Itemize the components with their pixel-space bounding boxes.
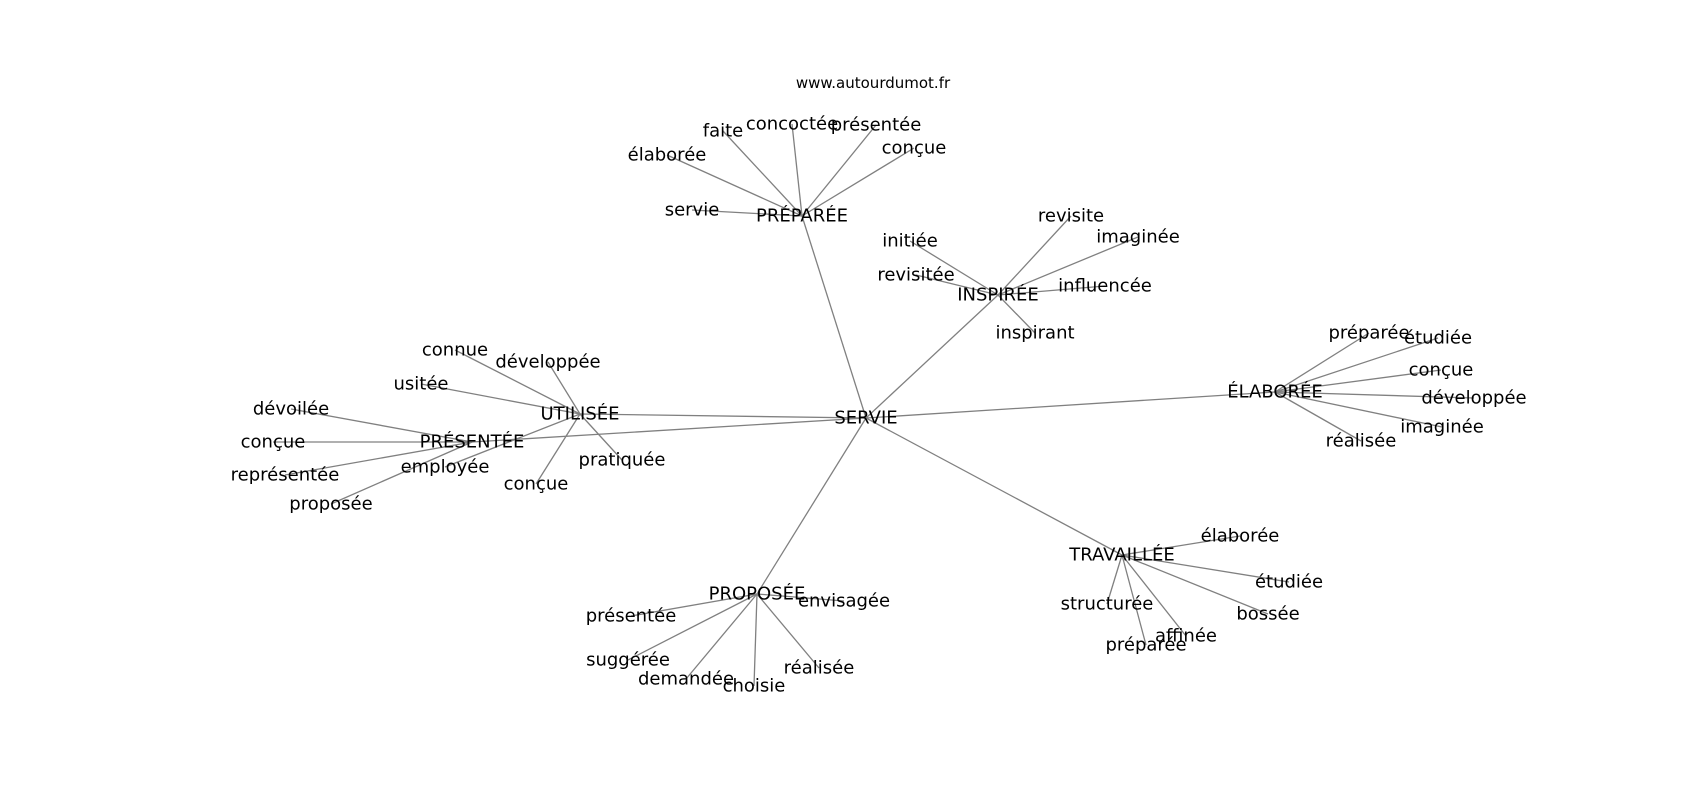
edge-hub-to-leaf [1121, 554, 1147, 646]
hub-node: PRÉSENTÉE [420, 431, 525, 453]
edge-hub-to-leaf [579, 413, 623, 461]
leaf-node: proposée [289, 494, 372, 515]
edge-hub-to-leaf [753, 593, 758, 687]
edge-hub-to-leaf [290, 408, 473, 443]
leaf-node: revisitée [877, 265, 954, 286]
edge-center-to-hub [865, 417, 1123, 556]
hub-node: ÉLABORÉE [1227, 381, 1323, 403]
edge-hub-to-leaf [1274, 391, 1443, 428]
edge-hub-to-leaf [997, 236, 1139, 296]
edge-hub-to-leaf [1121, 554, 1187, 637]
leaf-node: conçue [241, 432, 306, 453]
edge-hub-to-leaf [1274, 391, 1475, 399]
leaf-node: réalisée [784, 658, 855, 679]
edge-hub-to-leaf [915, 274, 999, 296]
leaf-node: faite [703, 121, 744, 142]
leaf-node: étudiée [1255, 572, 1323, 593]
edge-center-to-hub [865, 294, 999, 419]
leaf-node: préparée [1105, 635, 1186, 656]
leaf-node: suggérée [586, 650, 670, 671]
edge-hub-to-leaf [791, 123, 803, 217]
edge-hub-to-leaf [722, 130, 803, 217]
hub-node: UTILISÉE [541, 403, 620, 425]
edge-hub-to-leaf [1274, 391, 1362, 442]
edge-hub-to-leaf [1274, 337, 1439, 393]
leaf-node: demandée [638, 669, 734, 690]
edge-hub-to-leaf [454, 349, 581, 415]
leaf-node: inspirant [995, 323, 1074, 344]
leaf-node: connue [422, 340, 488, 361]
leaf-node: préparée [1328, 323, 1409, 344]
leaf-node: initiée [882, 231, 938, 252]
edge-center-to-hub [756, 417, 867, 595]
leaf-node: élaborée [1201, 526, 1280, 547]
hub-node: PRÉPARÉE [756, 205, 848, 227]
edge-hub-to-leaf [1106, 554, 1123, 605]
edge-center-to-hub [801, 215, 867, 419]
leaf-node: étudiée [1404, 328, 1472, 349]
leaf-node: dévoilée [253, 399, 329, 420]
edge-hub-to-leaf [666, 154, 803, 217]
edge-hub-to-leaf [444, 413, 581, 468]
leaf-node: présentée [586, 606, 677, 627]
edge-hub-to-leaf [1121, 535, 1241, 556]
edge-hub-to-leaf [535, 413, 581, 485]
edge-hub-to-leaf [420, 383, 581, 415]
leaf-node: usitée [394, 374, 449, 395]
leaf-node: développée [1421, 388, 1526, 409]
edge-hub-to-leaf [630, 593, 758, 617]
hub-node: TRAVAILLÉE [1068, 544, 1175, 566]
edge-hub-to-leaf [801, 124, 877, 217]
edge-hub-to-leaf [1121, 554, 1290, 583]
hub-node: INSPIRÉE [957, 284, 1039, 306]
edge-hub-to-leaf [1274, 332, 1370, 393]
edge-center-to-hub [865, 391, 1276, 419]
edge-hub-to-leaf [997, 215, 1072, 296]
leaf-node: servie [665, 200, 720, 221]
leaf-node: imaginée [1096, 227, 1180, 248]
leaf-node: réalisée [1326, 431, 1397, 452]
leaf-node: employée [401, 457, 490, 478]
leaf-node: imaginée [1400, 417, 1484, 438]
edge-hub-to-leaf [330, 441, 473, 505]
edge-hub-to-leaf [997, 294, 1036, 334]
edge-hub-to-leaf [685, 593, 758, 680]
leaf-node: conçue [504, 474, 569, 495]
edge-hub-to-leaf [1121, 554, 1269, 615]
leaf-node: choisie [723, 676, 786, 697]
edge-hub-to-leaf [691, 209, 803, 217]
leaf-node: structurée [1061, 594, 1154, 615]
center-node: SERVIE [834, 408, 897, 429]
leaf-node: présentée [831, 115, 922, 136]
leaf-node: envisagée [798, 591, 890, 612]
edge-hub-to-leaf [909, 240, 999, 296]
leaf-node: influencée [1058, 276, 1152, 297]
leaf-node: conçue [1409, 360, 1474, 381]
edge-center-to-hub [471, 417, 867, 443]
edge-hub-to-leaf [756, 593, 845, 602]
edge-hub-to-leaf [1274, 369, 1442, 393]
leaf-node: revisite [1038, 206, 1104, 227]
hub-node: PROPOSÉE [709, 583, 806, 605]
leaf-node: affinée [1155, 626, 1217, 647]
edge-hub-to-leaf [756, 593, 820, 669]
leaf-node: pratiquée [579, 450, 666, 471]
edge-hub-to-leaf [997, 285, 1106, 296]
leaf-node: concoctée [746, 114, 838, 135]
leaf-node: conçue [882, 138, 947, 159]
graph-edges [273, 123, 1475, 687]
source-url: www.autourdumot.fr [796, 74, 951, 92]
edge-hub-to-leaf [284, 441, 473, 476]
leaf-node: élaborée [628, 145, 707, 166]
leaf-node: développée [495, 352, 600, 373]
edge-hub-to-leaf [801, 147, 915, 217]
leaf-node: bossée [1236, 604, 1299, 625]
leaf-node: représentée [231, 465, 340, 486]
edge-hub-to-leaf [547, 361, 581, 415]
edge-center-to-hub [579, 413, 867, 419]
edge-hub-to-leaf [627, 593, 758, 661]
